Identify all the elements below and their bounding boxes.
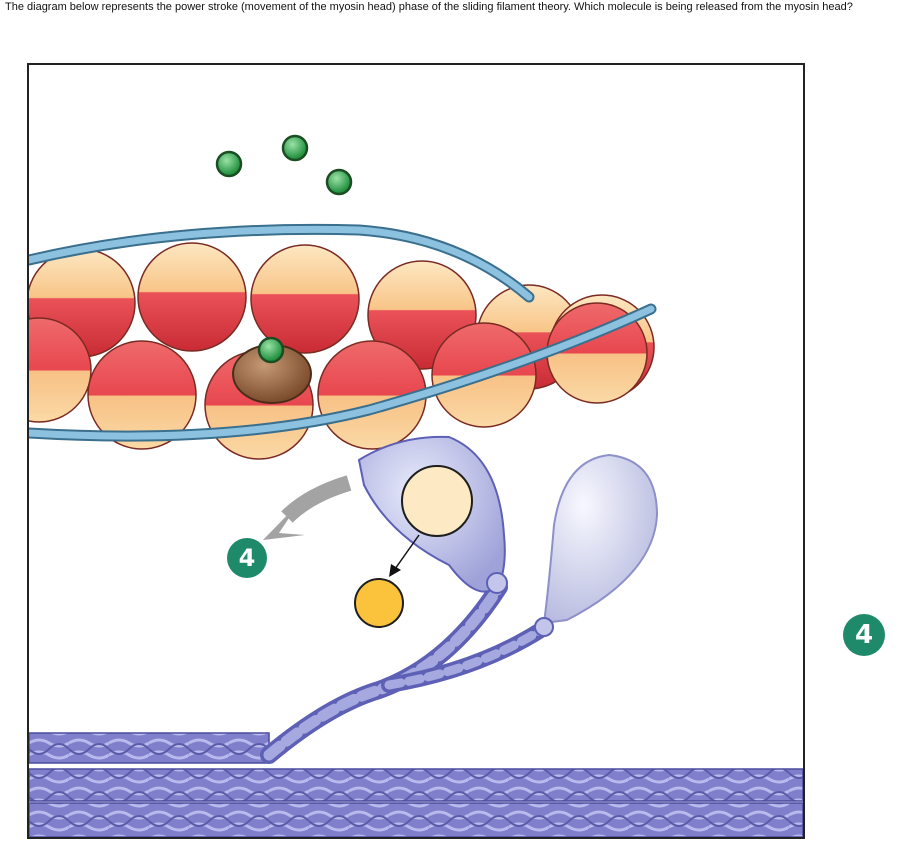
calcium-ions (215, 134, 353, 196)
actin-bead (29, 317, 92, 423)
adp-molecule (401, 465, 473, 537)
calcium-ion (325, 168, 353, 196)
release-arrow (394, 534, 420, 570)
answer-marker-badge: 4 (843, 614, 885, 656)
tropomyosin (29, 223, 657, 442)
myosin-neck (260, 578, 552, 764)
actin-bead (250, 244, 360, 354)
bound-calcium-ion (257, 336, 285, 364)
actin-bead (137, 242, 247, 352)
question-text: The diagram below represents the power s… (5, 1, 853, 13)
step-number-badge: 4 (227, 538, 267, 578)
actin-bead (87, 340, 197, 450)
myosin-head (357, 435, 508, 594)
power-stroke-arrow (263, 475, 352, 540)
released-phosphate (354, 578, 404, 628)
calcium-ion (215, 150, 243, 178)
power-stroke-diagram (27, 63, 805, 839)
troponin (232, 336, 312, 404)
thick-filament (29, 732, 803, 837)
calcium-ion (281, 134, 309, 162)
myosin-head-previous (534, 453, 659, 637)
